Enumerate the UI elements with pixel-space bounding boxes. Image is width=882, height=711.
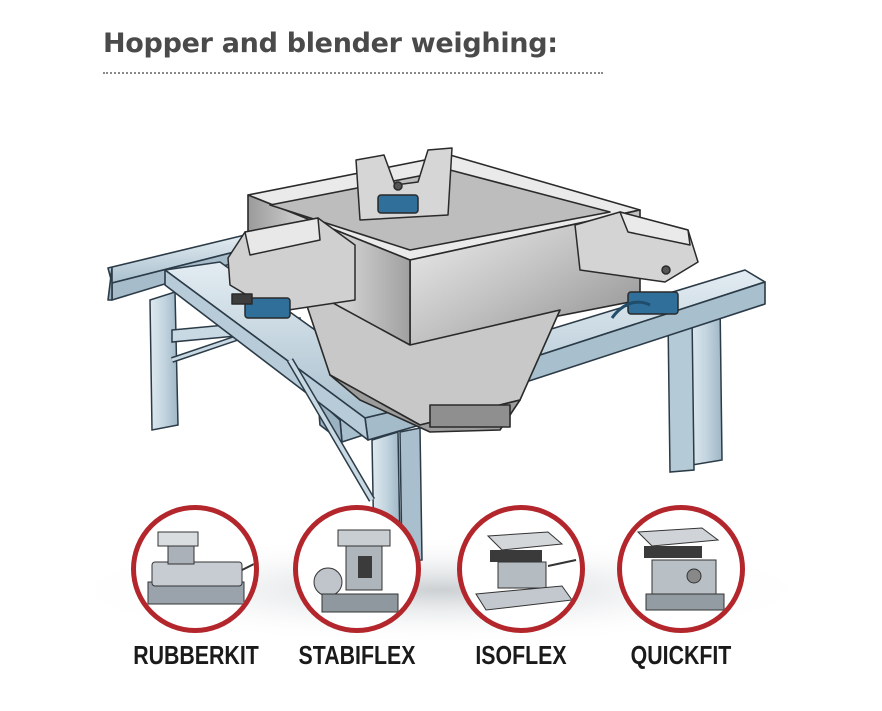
product-badge-rubberkit [131,505,259,633]
stabiflex-mount-icon [313,529,399,613]
product-label-quickfit: QUICKFIT [630,640,732,670]
left-bracket [227,217,356,319]
product-badge-stabiflex [293,505,421,633]
rubberkit-mount-icon [147,531,254,605]
product-badge-quickfit [617,505,745,633]
isoflex-mount-icon [475,531,577,611]
product-label-isoflex: ISOFLEX [475,640,567,670]
product-label-rubberkit: RUBBERKIT [133,640,259,670]
product-badge-isoflex [457,505,585,633]
title-divider [103,72,603,74]
quickfit-mount-icon [636,527,725,611]
back-left-leg [149,290,301,431]
product-label-stabiflex: STABIFLEX [298,640,416,670]
page-title: Hopper and blender weighing: [103,28,558,59]
rear-bracket [355,147,453,221]
right-bracket [574,211,699,319]
